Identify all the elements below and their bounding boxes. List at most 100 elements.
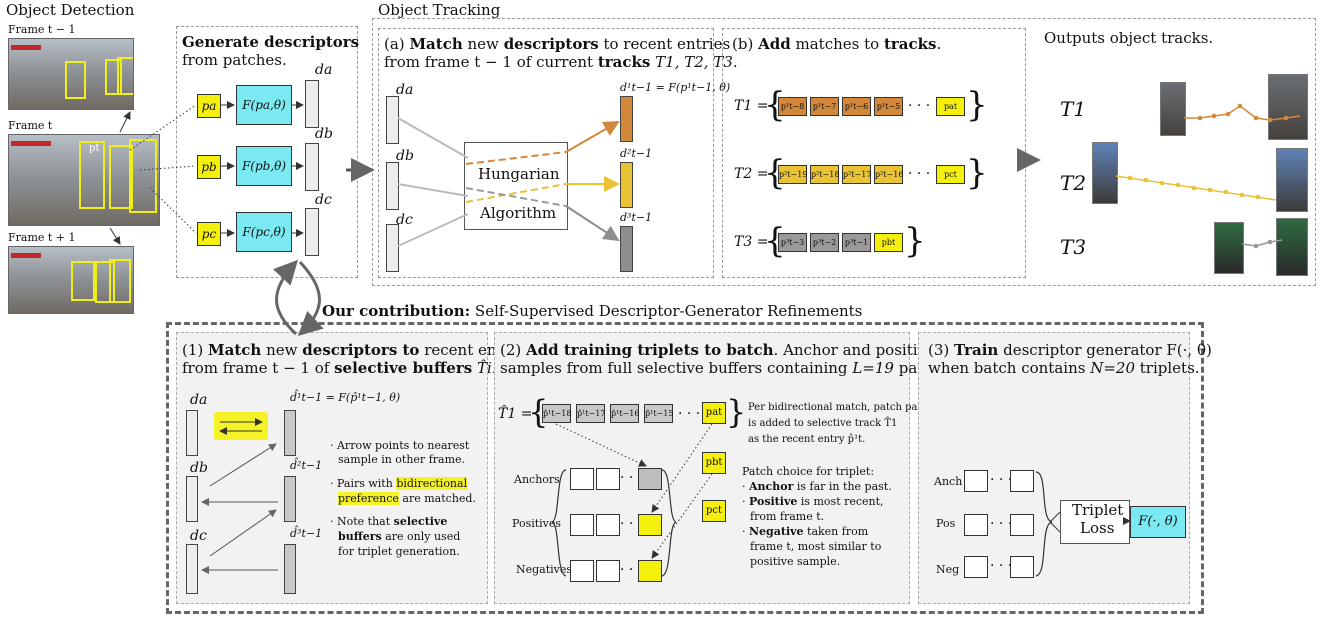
track-3-brace-close: } <box>904 221 926 261</box>
patch-a: pa <box>197 94 221 118</box>
loop-arrow-up <box>272 259 299 336</box>
hungarian-box <box>464 142 568 230</box>
generator-c: F(pc,θ) <box>236 212 292 252</box>
hungarian-orange-dash <box>465 151 567 165</box>
track-desc-b-label: db <box>396 148 414 164</box>
p2-buffer-name: T̂1 = <box>498 406 533 422</box>
frame-prev-label: Frame t − 1 <box>8 23 76 36</box>
p3-neg-dots: · · · <box>990 558 1013 574</box>
p2-left-brace <box>551 469 567 577</box>
contribution-outer <box>166 322 1204 614</box>
p2-row-positives: Positives <box>512 517 562 530</box>
p3-right-brace <box>1035 471 1053 577</box>
p2-note-1: Per bidirectional match, patch pat <box>748 402 922 413</box>
p2-buffer-ellipsis: · · · <box>678 406 701 422</box>
p2-choice-positive: · Positive is most recent, <box>742 495 884 508</box>
bidirectional-highlight <box>214 412 268 440</box>
p3-row-neg: Neg <box>936 563 960 576</box>
triplet-loss-label-1: Triplet <box>1072 501 1124 519</box>
p1-bullet-1a: · Arrow points to nearest <box>330 439 470 452</box>
p2-positive-sq-1 <box>570 514 594 536</box>
track-desc-a-label: da <box>396 82 414 98</box>
output-track-1-label: T1 <box>1060 97 1087 121</box>
p3-generator-output: F(·, θ) <box>1130 506 1186 538</box>
output-track-3-start-person <box>1214 222 1244 274</box>
p1-prev-desc-3-bar <box>284 544 296 594</box>
output-track-2-label: T2 <box>1060 171 1087 195</box>
track-1-name: T1 = <box>734 98 769 114</box>
p3-neg-sq-2 <box>1010 556 1034 578</box>
p2-anchor-sq-2 <box>596 468 620 490</box>
p1-bullet-2a: · Pairs with bidirectional <box>330 477 468 490</box>
descriptor-c-label: dc <box>315 192 332 208</box>
p2-choice-negative-3: positive sample. <box>750 555 841 568</box>
p1-desc-a-bar <box>186 410 198 456</box>
patch-c: pc <box>197 222 221 246</box>
p2-choice-negative-2: frame t, most similar to <box>750 540 882 553</box>
p2-row-negatives: Negatives <box>516 563 573 576</box>
match-line-b <box>397 183 469 197</box>
track-desc-c-bar <box>386 224 399 272</box>
p2-note-2: is added to selective track T̂1 <box>748 418 898 429</box>
p2-buffer-chip-4: p̂¹t−15 <box>644 404 673 423</box>
track-2-ellipsis: · · · <box>908 166 931 182</box>
p2-choice-heading: Patch choice for triplet: <box>742 465 875 478</box>
p3-anch-sq-2 <box>1010 470 1034 492</box>
frame-cur-photo: pt <box>8 134 160 226</box>
track-2-chip-3: p²t−17 <box>842 165 871 184</box>
generator-a: F(pa,θ) <box>236 85 292 125</box>
track-1-chip-new: pat <box>936 97 965 116</box>
track-1-brace-close: } <box>966 85 988 125</box>
p3-pos-sq-1 <box>964 514 988 536</box>
panel-3-line2: when batch contains N=20 triplets. <box>928 359 1200 377</box>
track-desc-c-label: dc <box>396 212 413 228</box>
output-track-2-start-person <box>1092 142 1118 204</box>
track-desc-a-bar <box>386 96 399 144</box>
track-prev-desc-2-label: d²t−1 <box>620 147 653 160</box>
generate-title: Generate descriptors <box>182 33 360 51</box>
p2-choice-negative: · Negative taken from <box>742 525 869 538</box>
match-out-gray <box>565 205 620 242</box>
track-1-chip-4: p¹t−5 <box>874 97 903 116</box>
p2-negative-sq-1 <box>570 560 594 582</box>
p3-row-pos: Pos <box>936 517 956 530</box>
p2-right-brace <box>661 469 677 577</box>
generate-panel <box>176 26 358 278</box>
p1-desc-a-label: da <box>190 392 208 408</box>
tracking-outer <box>372 18 1316 286</box>
dotted-det-to-patch-a <box>129 104 197 151</box>
track-3-chip-1: p³t−3 <box>778 233 807 252</box>
frame-cur-label: Frame t <box>8 119 53 132</box>
track-1-chip-3: p¹t−6 <box>842 97 871 116</box>
track-2-brace-close: } <box>966 153 988 193</box>
p1-prev-desc-2-bar <box>284 476 296 522</box>
track-desc-b-bar <box>386 162 399 210</box>
panel-2-line1: (2) Add training triplets to batch. Anch… <box>500 341 935 359</box>
p3-anch-dots: · · · <box>990 472 1013 488</box>
p1-prev-desc-1-label: d̂¹t−1 = F(p̂¹t−1, θ) <box>290 391 401 404</box>
p2-negative-sq-last <box>638 560 662 582</box>
p1-desc-b-bar <box>186 476 198 522</box>
frame-prev-photo <box>8 38 134 110</box>
track-2-name: T2 = <box>734 166 769 182</box>
match-out-orange <box>565 121 620 153</box>
panel-1 <box>176 332 488 604</box>
p2-negative-sq-2 <box>596 560 620 582</box>
descriptor-b-bar <box>305 143 319 191</box>
track-prev-desc-1-label: d¹t−1 = F(p¹t−1, θ) <box>620 81 731 94</box>
track-1-chip-2: p¹t−7 <box>810 97 839 116</box>
track-prev-desc-3-label: d³t−1 <box>620 211 653 224</box>
p2-anchor-dots: · · <box>620 470 634 486</box>
contribution-title: Our contribution: Self-Supervised Descri… <box>322 302 863 320</box>
arrow-frame-cur-to-next <box>109 227 121 245</box>
p3-pos-sq-2 <box>1010 514 1034 536</box>
p2-dotted-positive <box>651 423 713 513</box>
descriptor-a-bar <box>305 80 319 128</box>
p2-note-3: as the recent entry p̂¹t. <box>748 434 866 445</box>
p1-desc-b-label: db <box>190 460 208 476</box>
p2-buffer-chip-2: p̂¹t−17 <box>576 404 605 423</box>
track-2-chip-new: pct <box>936 165 965 184</box>
p2-buffer-chip-3: p̂¹t−16 <box>610 404 639 423</box>
frame-next-label: Frame t + 1 <box>8 231 76 244</box>
patch-b: pb <box>197 155 221 179</box>
